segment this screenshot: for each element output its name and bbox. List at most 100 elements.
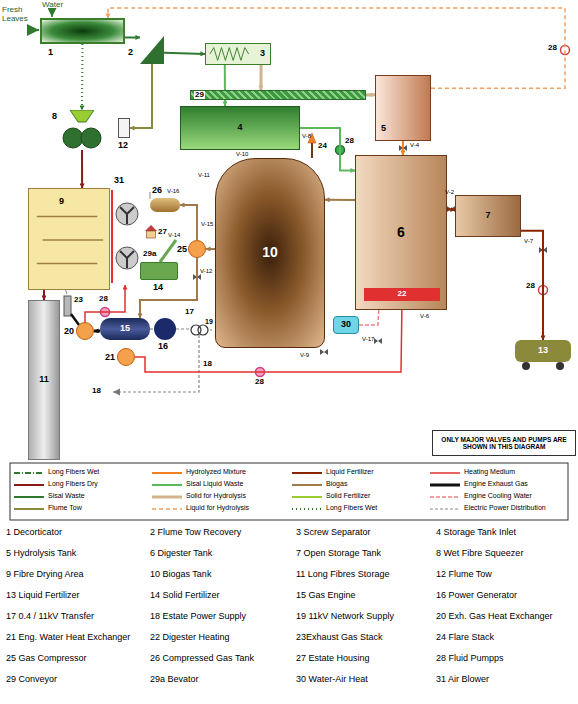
callout-number: 3 xyxy=(260,49,265,59)
flume-tow-box: 12 xyxy=(118,118,130,138)
storage-tank: 4 xyxy=(180,106,300,150)
legend-text: Engine Exhaust Gas xyxy=(464,480,528,488)
callout-number: 8 xyxy=(52,112,57,122)
key-entry: 10 Biogas Tank xyxy=(150,570,211,580)
transformer-symbol xyxy=(198,325,208,335)
screw-separator: 3 xyxy=(205,43,271,65)
callout-number: 16 xyxy=(158,342,168,352)
drying-area: 9 xyxy=(28,188,110,290)
callout-number: 28 xyxy=(99,295,108,304)
exhaust-stack xyxy=(64,296,71,316)
callout-number: 5 xyxy=(381,124,386,134)
flow-line xyxy=(206,248,215,250)
legend-sample xyxy=(430,496,460,498)
callout-number: 14 xyxy=(153,283,163,293)
callout-number: 23 xyxy=(74,296,83,305)
key-entry: 1 Decorticator xyxy=(6,528,62,538)
key-entry: 5 Hydrolysis Tank xyxy=(6,549,76,559)
flow-line xyxy=(164,53,205,54)
open-storage-tank: 7 xyxy=(455,195,521,237)
legend-text: Solid for Hydrolysis xyxy=(186,492,246,500)
callout-number: 2 xyxy=(128,48,133,58)
callout-number: 18 xyxy=(92,387,101,396)
callout-number: 12 xyxy=(118,141,128,151)
flume-tow-recovery-shape xyxy=(140,36,164,64)
callout-number: 29 xyxy=(194,91,205,99)
water-air-heater: 30 xyxy=(333,316,359,334)
fibre-squeezer-shape xyxy=(62,110,102,150)
flare-stack xyxy=(311,143,313,158)
callout-number: 24 xyxy=(318,142,327,151)
decorticator: 1 xyxy=(40,18,125,44)
key-entry: 26 Compressed Gas Tank xyxy=(150,654,254,664)
valve-symbol xyxy=(447,206,455,212)
flow-line xyxy=(85,285,125,322)
network-supply-line xyxy=(208,329,212,330)
leaves-inlet-arrow xyxy=(30,29,39,31)
legend-text: Liquid for Hydrolysis xyxy=(186,504,249,512)
gas-tank-pipe xyxy=(150,192,151,199)
legend-sample xyxy=(152,496,182,499)
key-entry: 4 Storage Tank Inlet xyxy=(436,528,516,538)
house-roof xyxy=(145,225,157,231)
legend-text: Solid Fertilizer xyxy=(326,492,370,500)
legend-sample xyxy=(14,496,44,498)
valve-tag: V-16 xyxy=(167,188,179,195)
exhaust-pipe xyxy=(71,314,79,325)
drying-area-shape xyxy=(29,189,109,289)
callout-number: 26 xyxy=(152,186,162,196)
water-inlet-arrow xyxy=(51,11,53,17)
key-entry: 31 Air Blower xyxy=(436,675,489,685)
valve-tag: V-2 xyxy=(445,189,454,196)
flow-line xyxy=(180,205,197,240)
callout-number: 28 xyxy=(255,378,264,387)
gas-compressor: 25 xyxy=(188,240,206,258)
key-entry: 29a Bevator xyxy=(150,675,199,685)
key-entry: 9 Fibre Drying Area xyxy=(6,570,84,580)
key-entry: 11 Long Fibres Storage xyxy=(296,570,389,580)
callout-number: 28 xyxy=(548,44,557,53)
legend-sample xyxy=(292,484,322,486)
key-entry: 13 Liquid Fertilizer xyxy=(6,591,80,601)
legend-text: Liquid Fertilizer xyxy=(326,468,373,476)
callout-number: 19 xyxy=(205,318,213,326)
legend-sample xyxy=(152,508,182,510)
legend-text: Long Fibers Wet xyxy=(326,504,377,512)
flow-line xyxy=(366,93,375,96)
key-entry: 16 Power Generator xyxy=(436,591,517,601)
house-wall xyxy=(147,231,156,238)
valve-tag: V-12 xyxy=(200,268,212,275)
key-entry: 19 11kV Network Supply xyxy=(296,612,394,622)
legend-text: Heating Medium xyxy=(464,468,515,476)
diagram-note: ONLY MAJOR VALVES AND PUMPS ARE SHOWN IN… xyxy=(432,430,576,456)
tanker-wheel xyxy=(522,362,530,370)
legend-sample xyxy=(430,472,460,474)
legend-sample xyxy=(14,472,44,474)
legend-text: Engine Cooling Water xyxy=(464,492,532,500)
estate-power-line xyxy=(113,335,199,392)
flow-line xyxy=(402,141,404,155)
legend-text: Sisal Liquid Waste xyxy=(186,480,243,488)
valve-symbol xyxy=(320,349,328,355)
key-entry: 25 Gas Compressor xyxy=(6,654,87,664)
note-text: ONLY MAJOR VALVES AND PUMPS ARE SHOWN IN… xyxy=(433,434,575,452)
key-entry: 7 Open Storage Tank xyxy=(296,549,381,559)
callout-number: 28 xyxy=(526,282,535,291)
air-blower: 31 xyxy=(110,188,140,285)
key-entry: 20 Exh. Gas Heat Exchanger xyxy=(436,612,553,622)
biogas-tank: 10 xyxy=(215,158,325,348)
flow-line xyxy=(140,258,197,318)
legend-text: Hydrolyzed Mixture xyxy=(186,468,246,476)
callout-number: 15 xyxy=(120,324,130,334)
compressed-gas-tank: 26 xyxy=(150,198,180,212)
solid-fertilizer: 14 xyxy=(140,262,178,280)
callout-number: 1 xyxy=(48,48,53,58)
callout-number: 11 xyxy=(39,375,49,385)
power-line xyxy=(176,328,191,329)
valve-tag: V-10 xyxy=(236,151,248,158)
legend-sample xyxy=(152,472,182,474)
input-label: Fresh Leaves xyxy=(2,6,36,24)
legend-sample xyxy=(430,484,460,487)
valve-tag: V-8 xyxy=(302,133,311,140)
key-entry: 30 Water-Air Heat xyxy=(296,675,368,685)
